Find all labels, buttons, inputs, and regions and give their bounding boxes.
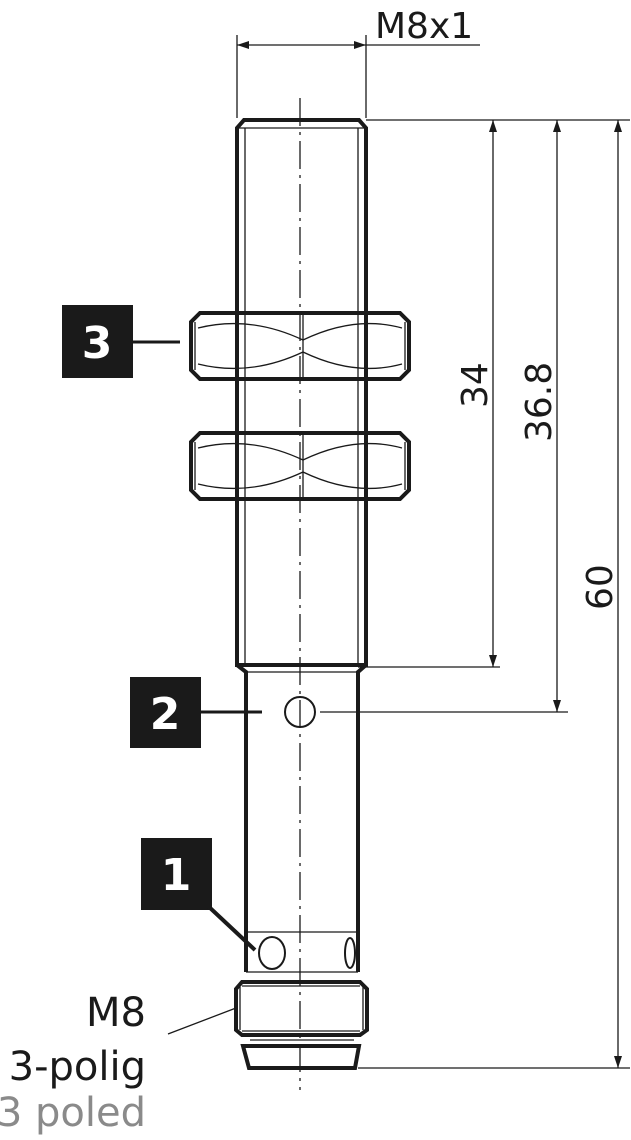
- sensor-tube: [235, 663, 368, 973]
- thread-label: M8x1: [375, 6, 473, 47]
- svg-text:2: 2: [150, 689, 181, 740]
- callout-1: 1: [141, 838, 257, 952]
- callout-3: 3: [62, 305, 180, 378]
- dimension-36-8: 36.8: [519, 120, 561, 712]
- lock-nut-lower: [189, 431, 411, 501]
- dim-34-label: 34: [455, 362, 496, 408]
- dim-36-8-label: 36.8: [519, 362, 560, 442]
- svg-text:3-polig: 3-polig: [9, 1044, 146, 1090]
- dimension-34: 34: [455, 120, 497, 667]
- lock-nut-upper: [189, 311, 411, 381]
- dim-60-label: 60: [580, 564, 621, 610]
- svg-text:3: 3: [82, 318, 113, 369]
- dimension-60: 60: [580, 120, 622, 1068]
- m8-connector: [234, 980, 369, 1070]
- led-window: [284, 696, 316, 728]
- led-indicator: [258, 936, 286, 970]
- svg-text:3 poled: 3 poled: [0, 1090, 146, 1136]
- svg-text:1: 1: [161, 850, 192, 901]
- svg-text:M8: M8: [86, 990, 146, 1036]
- callout-2: 2: [130, 677, 262, 748]
- threaded-body: [235, 118, 368, 667]
- connector-label: M8 3-polig 3 poled: [0, 990, 237, 1136]
- dimension-thread: M8x1: [236, 6, 480, 118]
